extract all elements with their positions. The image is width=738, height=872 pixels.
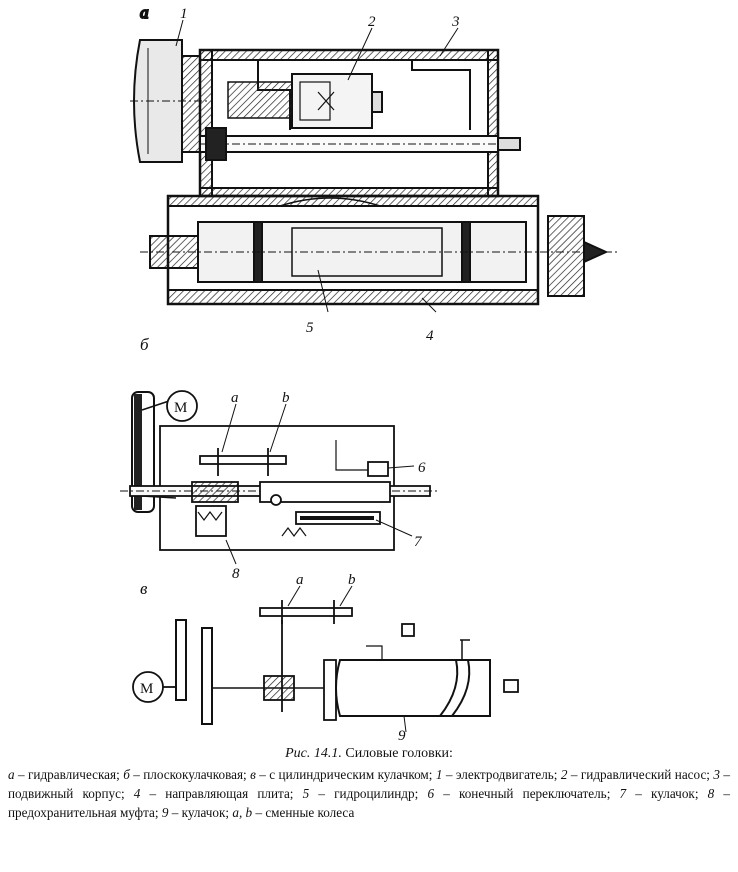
motor-b bbox=[166, 390, 198, 422]
legend-text: – направляющая плита; bbox=[140, 786, 303, 801]
legend-text: – с цилиндрическим кулачком; bbox=[255, 767, 436, 782]
legend-text: – гидравлический насос; bbox=[567, 767, 714, 782]
gear-label-b-b: b bbox=[282, 390, 290, 406]
caption-title: Рис. 14.1. Силовые головки: bbox=[8, 744, 730, 763]
legend-text: – гидроцилиндр; bbox=[309, 786, 428, 801]
motor-label-b: M bbox=[174, 400, 187, 416]
legend-text: – плоскокулачковая; bbox=[129, 767, 251, 782]
legend-key: 5 bbox=[302, 786, 310, 801]
legend-key: 3 bbox=[713, 767, 720, 782]
legend-text: – кулачок; bbox=[626, 786, 708, 801]
legend-key: 9 bbox=[161, 805, 169, 820]
safety-clutch-8 bbox=[195, 505, 227, 537]
section-label-c: в bbox=[140, 579, 148, 598]
legend-key: б bbox=[123, 767, 130, 782]
caption-title-prefix: Рис. 14.1. bbox=[285, 746, 342, 761]
gear-label-a-b: a bbox=[231, 390, 239, 406]
legend-key: а bbox=[8, 767, 15, 782]
section-label-b: б bbox=[140, 335, 149, 354]
legend-text: – подвижный корпус; bbox=[8, 767, 730, 801]
legend-key: 7 bbox=[619, 786, 627, 801]
diagram-b: б M a b 8 7 bbox=[120, 335, 440, 582]
callout-5: 5 bbox=[306, 320, 314, 336]
callout-8: 8 bbox=[232, 566, 240, 582]
pump-2 bbox=[291, 73, 373, 129]
callout-4: 4 bbox=[426, 328, 434, 344]
legend-key: 6 bbox=[427, 786, 435, 801]
legend-text: – кулачок; bbox=[168, 805, 233, 820]
gear-label-a-c: a bbox=[296, 572, 304, 588]
legend-key: 2 bbox=[560, 767, 568, 782]
diagram-a: а bbox=[130, 2, 620, 344]
callout-6: 6 bbox=[418, 460, 426, 476]
legend-key: 4 bbox=[133, 786, 141, 801]
legend-text: – гидравлическая; bbox=[14, 767, 124, 782]
callout-2: 2 bbox=[368, 14, 376, 30]
section-label-a: а bbox=[140, 3, 149, 22]
caption-title-rest: Силовые головки: bbox=[341, 746, 453, 761]
diagram-c: в M a b 9 bbox=[132, 572, 519, 740]
callout-3: 3 bbox=[451, 14, 460, 30]
callout-9: 9 bbox=[398, 728, 406, 740]
motor-label-c: M bbox=[140, 681, 153, 697]
legend-key: в bbox=[250, 767, 256, 782]
callout-1: 1 bbox=[180, 6, 188, 22]
callout-7: 7 bbox=[414, 534, 423, 550]
legend-text: – электродвигатель; bbox=[442, 767, 561, 782]
legend-key: a, b bbox=[232, 805, 253, 820]
caption-legend: а – гидравлическая; б – плоскокулачковая… bbox=[8, 765, 730, 822]
legend-text: – конечный переключатель; bbox=[434, 786, 620, 801]
legend-text: – сменные колеса bbox=[252, 805, 355, 820]
legend-text: – предохранительная муфта; bbox=[8, 786, 731, 820]
cylindrical-cam-9 bbox=[335, 659, 491, 717]
legend-key: 8 bbox=[707, 786, 715, 801]
limit-switch-6 bbox=[367, 461, 389, 477]
figure-drawing: а bbox=[120, 2, 620, 740]
legend-key: 1 bbox=[435, 767, 443, 782]
figure-caption: Рис. 14.1. Силовые головки: а – гидравли… bbox=[8, 744, 730, 822]
gear-label-b-c: b bbox=[348, 572, 356, 588]
